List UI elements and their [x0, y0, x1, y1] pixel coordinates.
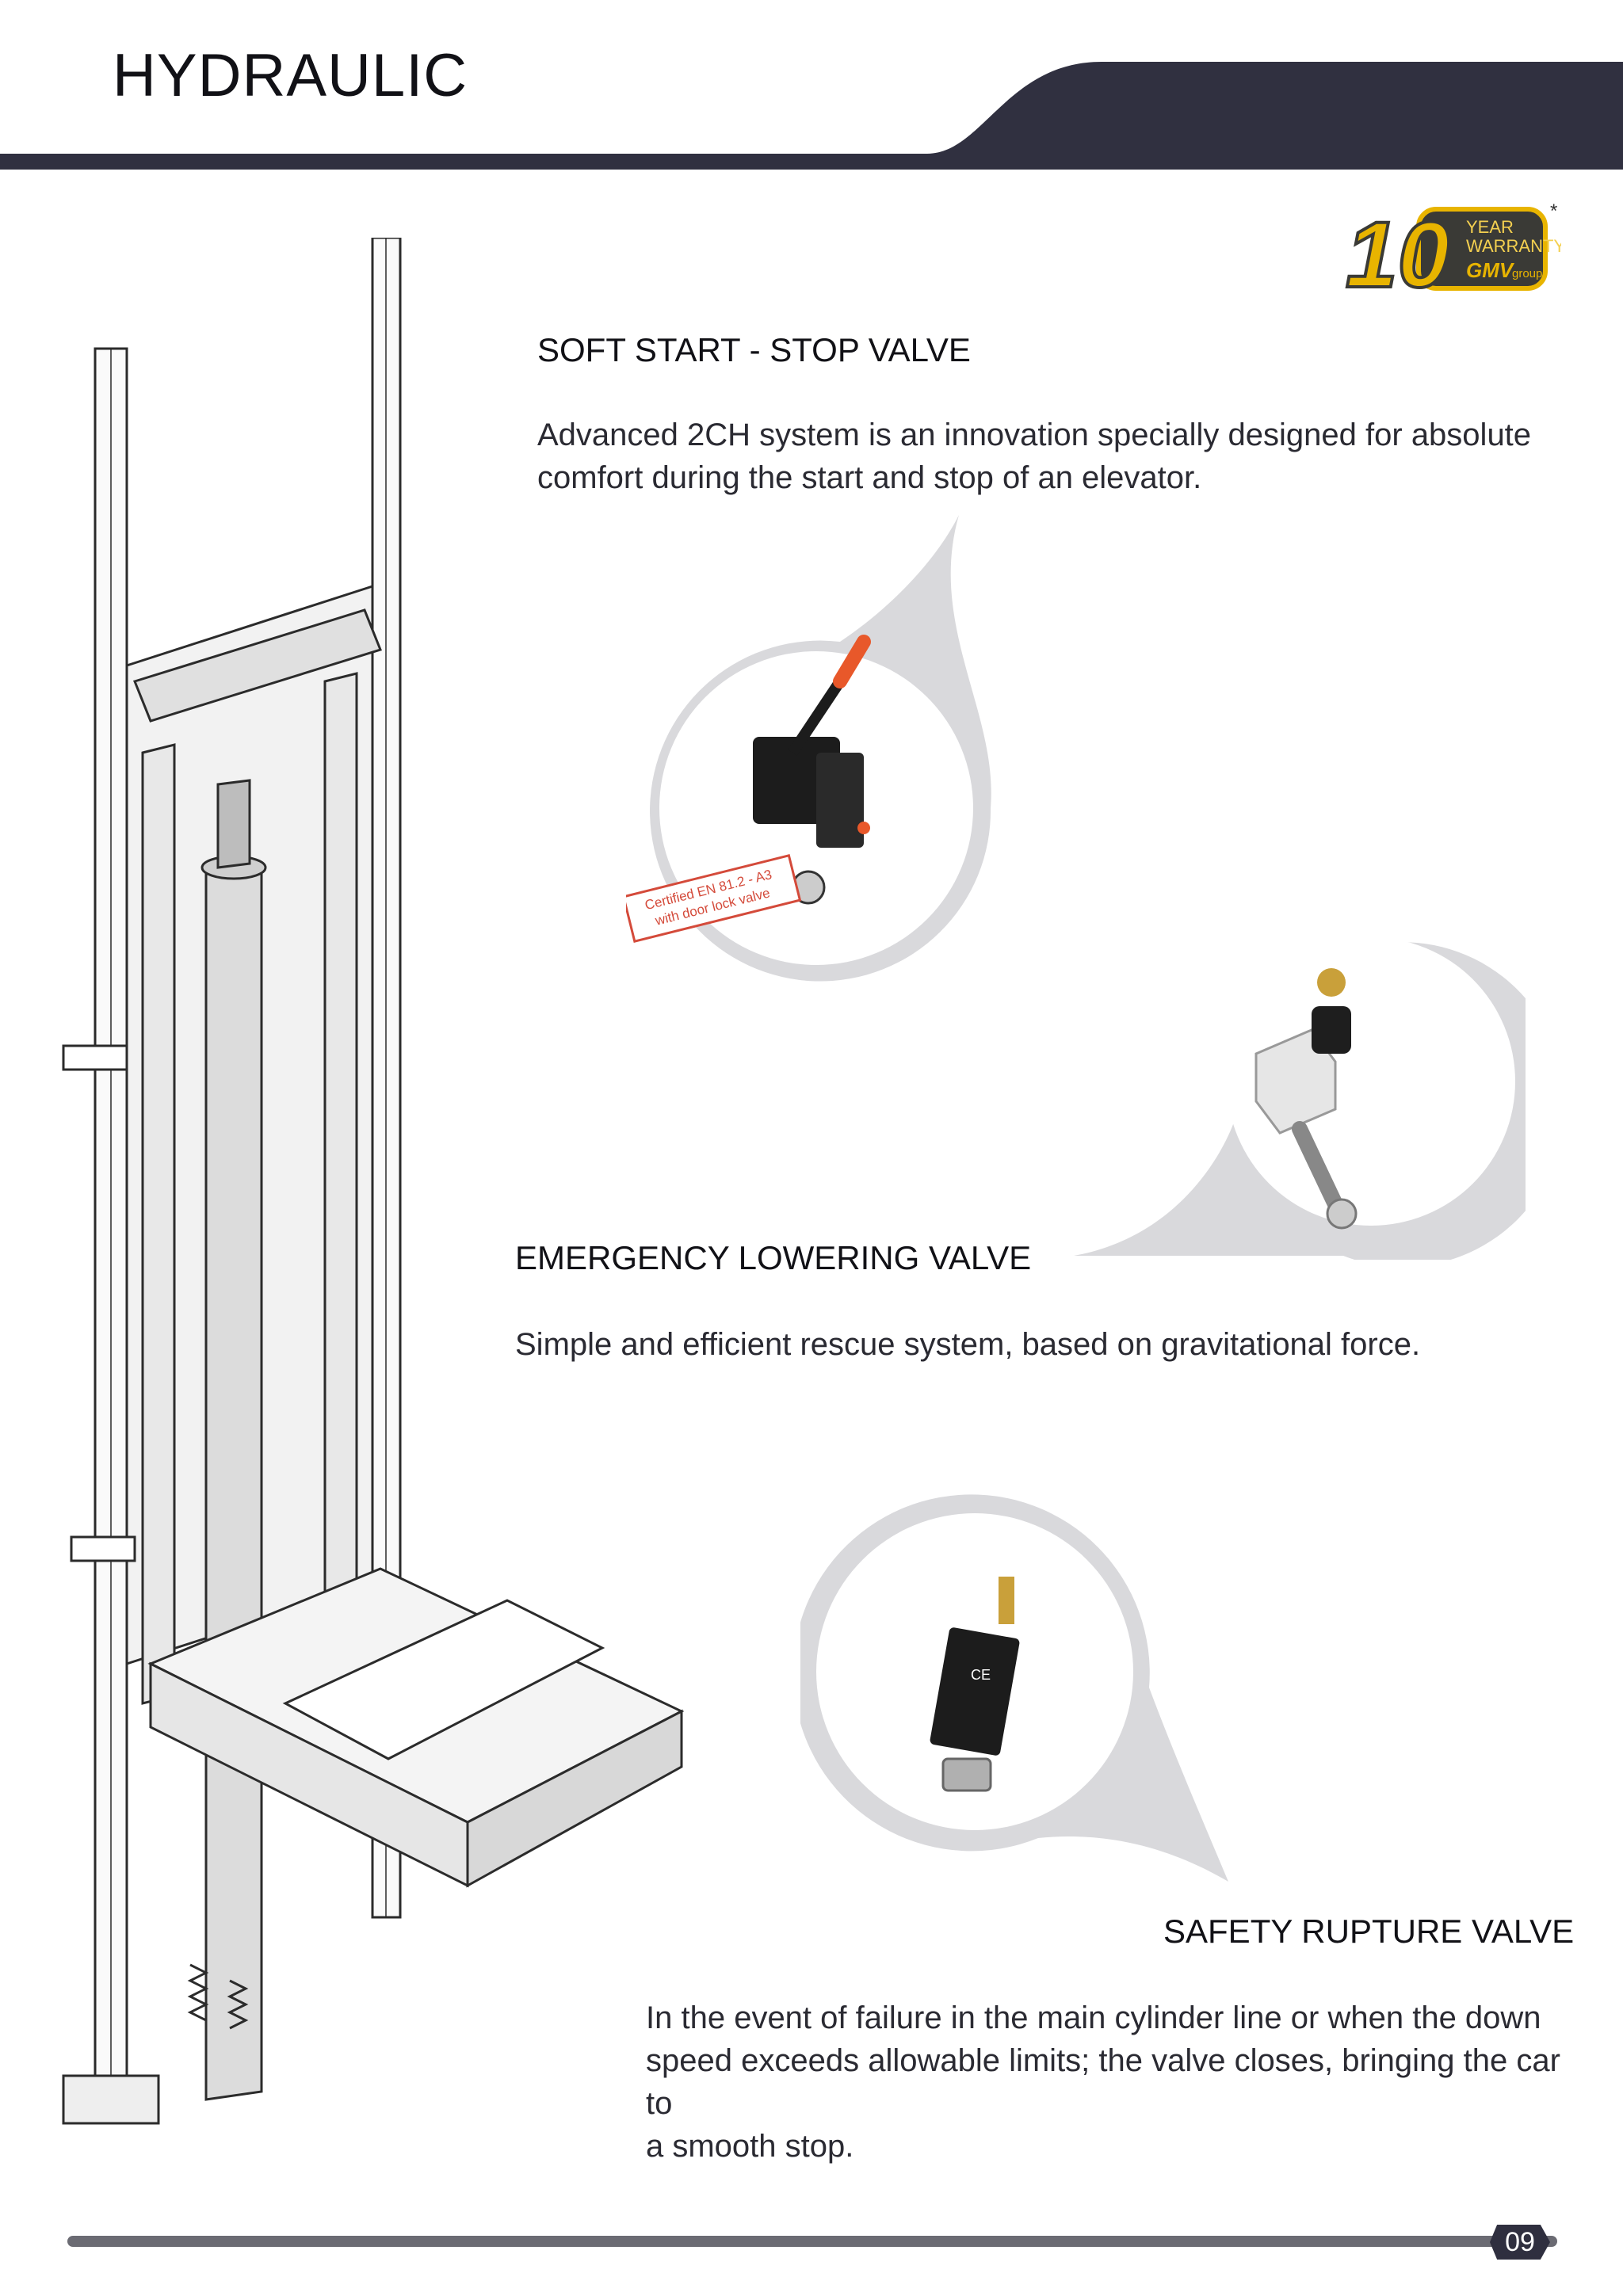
warranty-line2: WARRANTY — [1466, 236, 1561, 256]
text-line: Simple and efficient rescue system, base… — [515, 1327, 1421, 1362]
header-band — [0, 62, 1623, 170]
text-line: speed exceeds allowable limits; the valv… — [646, 2043, 1560, 2121]
page-number: 09 — [1490, 2225, 1550, 2260]
section-title-rupture: SAFETY RUPTURE VALVE — [1163, 1913, 1575, 1950]
warranty-number: 10 — [1346, 203, 1449, 301]
warranty-suffix: group — [1512, 267, 1542, 280]
warranty-badge: 10 YEAR WARRANTY GMV group * — [1344, 200, 1561, 301]
text-line: Advanced 2CH system is an innovation spe… — [537, 418, 1532, 452]
text-line: In the event of failure in the main cyli… — [646, 2000, 1541, 2035]
emergency-valve-image — [1254, 968, 1358, 1230]
soft-start-valve-image — [753, 635, 871, 905]
section-title-soft-start: SOFT START - STOP VALVE — [537, 331, 971, 368]
section-text-emergency: Simple and efficient rescue system, base… — [515, 1323, 1561, 1366]
elevator-frame-illustration — [62, 238, 685, 2125]
text-line: comfort during the start and stop of an … — [537, 460, 1202, 495]
warranty-brand: GMV — [1466, 258, 1515, 282]
page-title: HYDRAULIC — [113, 42, 468, 109]
footer-bar — [67, 2236, 1557, 2247]
text-line: a smooth stop. — [646, 2129, 854, 2164]
section-text-rupture: In the event of failure in the main cyli… — [646, 1997, 1573, 2168]
section-title-emergency: EMERGENCY LOWERING VALVE — [515, 1239, 1032, 1276]
emergency-valve-bubble — [1074, 937, 1526, 1260]
warranty-line1: YEAR — [1466, 217, 1514, 237]
rupture-valve-bubble: CE — [800, 1494, 1228, 1882]
ce-mark: CE — [971, 1667, 991, 1683]
soft-start-valve-bubble: Certified EN 81.2 - A3 with door lock va… — [626, 515, 991, 982]
warranty-asterisk: * — [1550, 200, 1557, 222]
rupture-valve-image: CE — [930, 1577, 1020, 1792]
section-text-soft-start: Advanced 2CH system is an innovation spe… — [537, 414, 1568, 499]
